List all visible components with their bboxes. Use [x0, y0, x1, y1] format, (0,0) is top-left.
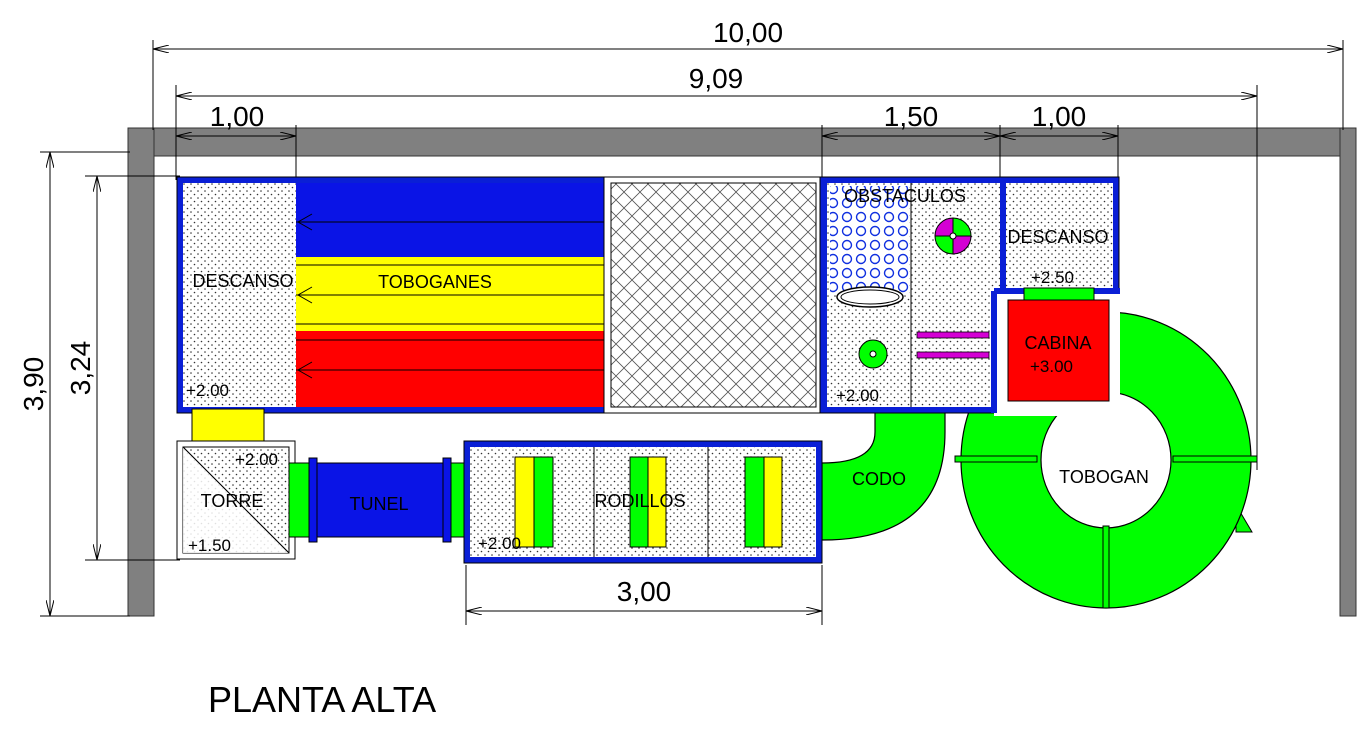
dim-inner-width: 9,09 [689, 63, 744, 94]
level-torre-top: +2.00 [235, 450, 278, 469]
descanso-right-area [1006, 183, 1113, 291]
label-codo: CODO [852, 469, 906, 489]
level-rodillos: +2.00 [478, 534, 521, 553]
dim-total-width: 10,00 [713, 17, 783, 48]
level-obstaculos: +2.00 [836, 386, 879, 405]
level-descanso-left: +2.00 [186, 381, 229, 400]
outer-wall [127, 127, 1357, 617]
cabina [1007, 299, 1110, 402]
dim-obstaculos: 1,50 [884, 101, 939, 132]
label-cabina: CABINA [1024, 333, 1091, 353]
cabina-connector [1023, 287, 1095, 301]
ball-obstacle [934, 217, 972, 255]
dimension-lines [40, 40, 1344, 625]
label-torre: TORRE [201, 491, 264, 511]
level-cabina: +3.00 [1030, 357, 1073, 376]
label-toboganes: TOBOGANES [378, 272, 492, 292]
label-tobogan: TOBOGAN [1059, 467, 1149, 487]
label-tunel: TUNEL [349, 494, 408, 514]
label-descanso-right: DESCANSO [1007, 227, 1108, 247]
tunel [288, 457, 470, 543]
obstaculos-area [827, 183, 1000, 407]
dim-rodillos: 3,00 [617, 576, 672, 607]
descanso-left-area [183, 183, 296, 407]
net-pattern [610, 182, 817, 408]
dim-inner-height: 3,24 [65, 341, 96, 396]
label-descanso-left: DESCANSO [192, 271, 293, 291]
dim-total-height: 3,90 [18, 357, 49, 412]
label-obstaculos: OBSTACULOS [844, 186, 966, 206]
toboganes-lanes [296, 183, 604, 407]
codo-elbow [821, 409, 946, 541]
torre [176, 440, 296, 560]
dim-descanso-left: 1,00 [210, 101, 265, 132]
level-torre-bottom: +1.50 [188, 536, 231, 555]
level-descanso-right: +2.50 [1031, 268, 1074, 287]
label-rodillos: RODILLOS [594, 491, 685, 511]
rodillos [463, 440, 823, 564]
dim-descanso-right: 1,00 [1032, 101, 1087, 132]
plan-title: PLANTA ALTA [208, 679, 436, 720]
